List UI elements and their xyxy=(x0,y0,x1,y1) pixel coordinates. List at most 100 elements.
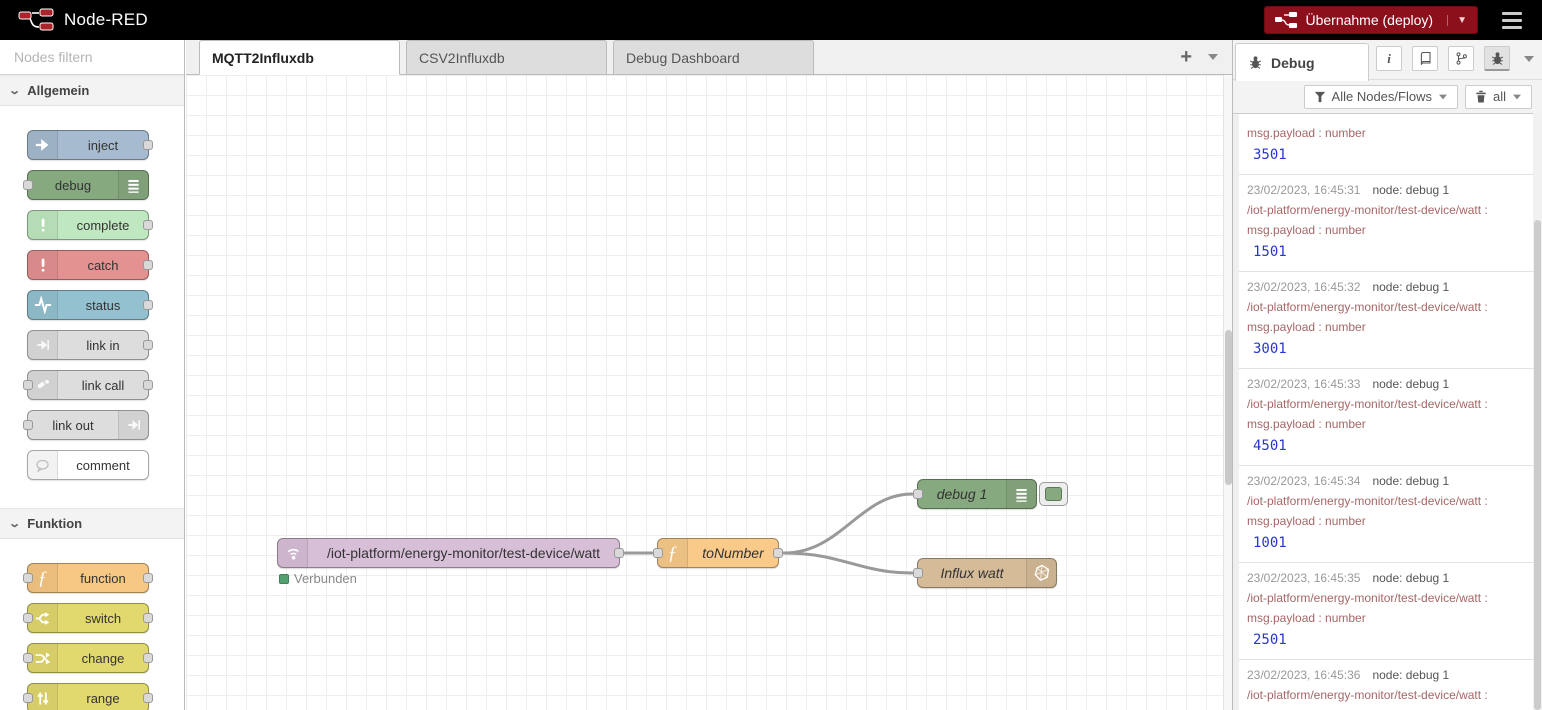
palette-category-allgemein[interactable]: ⌄Allgemein xyxy=(0,75,184,106)
palette-node-complete[interactable]: complete xyxy=(27,210,153,240)
help-tab-button[interactable] xyxy=(1412,46,1438,71)
palette-node-catch[interactable]: catch xyxy=(27,250,153,280)
output-port[interactable] xyxy=(143,340,153,350)
tab-bar-actions: + xyxy=(1180,40,1218,74)
output-port[interactable] xyxy=(143,300,153,310)
palette-node-label: link out xyxy=(52,417,94,433)
debug-filter-caret-icon xyxy=(1438,94,1447,99)
debug-value[interactable]: 1001 xyxy=(1253,535,1287,551)
debug-node-name: node: debug 1 xyxy=(1372,377,1450,391)
info-tab-button[interactable]: i xyxy=(1376,46,1402,71)
config-nodes-tab-button[interactable] xyxy=(1448,46,1474,71)
output-port[interactable] xyxy=(614,548,624,558)
input-port[interactable] xyxy=(913,489,923,499)
input-port[interactable] xyxy=(23,613,33,623)
input-port[interactable] xyxy=(23,380,33,390)
palette-category-funktion[interactable]: ⌄ Funktion xyxy=(0,508,184,539)
deploy-icon xyxy=(1275,12,1298,28)
debug-value[interactable]: 2501 xyxy=(1253,632,1287,648)
output-port[interactable] xyxy=(143,140,153,150)
function-f-icon: ƒ xyxy=(28,564,58,592)
debug-value[interactable]: 3501 xyxy=(1253,147,1287,163)
input-port[interactable] xyxy=(23,653,33,663)
palette-search[interactable] xyxy=(0,40,184,75)
output-port[interactable] xyxy=(143,260,153,270)
input-port[interactable] xyxy=(23,180,33,190)
sidebar-tabs-caret-icon[interactable] xyxy=(1524,55,1534,62)
debug-timestamp: 23/02/2023, 16:45:35 xyxy=(1247,571,1361,585)
input-port[interactable] xyxy=(653,548,663,558)
palette-node-switch[interactable]: switch xyxy=(23,603,153,633)
debug-value[interactable]: 1501 xyxy=(1253,244,1287,260)
debug-value[interactable]: 4501 xyxy=(1253,438,1287,454)
output-port[interactable] xyxy=(143,693,153,703)
hamburger-menu-icon[interactable] xyxy=(1492,11,1532,29)
debug-filter-button[interactable]: Alle Nodes/Flows xyxy=(1303,84,1458,109)
palette-category-label: Funktion xyxy=(27,516,83,531)
palette-node-label: inject xyxy=(87,137,119,153)
output-port[interactable] xyxy=(143,613,153,623)
flow-tab-CSV2Influxdb[interactable]: CSV2Influxdb xyxy=(406,40,607,74)
comment-bubble-icon xyxy=(28,451,58,479)
debug-timestamp: 23/02/2023, 16:45:36 xyxy=(1247,668,1361,682)
flow-tab-Debug-Dashboard[interactable]: Debug Dashboard xyxy=(613,40,814,74)
deploy-button[interactable]: Übernahme (deploy) ▼ xyxy=(1264,6,1478,34)
palette-node-comment[interactable]: comment xyxy=(27,450,149,480)
debug-clear-button[interactable]: all xyxy=(1464,84,1532,109)
palette-node-change[interactable]: change xyxy=(23,643,153,673)
debug-value[interactable]: 3001 xyxy=(1253,341,1287,357)
palette-node-debug[interactable]: debug xyxy=(23,170,149,200)
add-flow-button[interactable]: + xyxy=(1180,46,1192,68)
palette-filter-input[interactable] xyxy=(14,49,184,65)
input-port[interactable] xyxy=(23,573,33,583)
output-port[interactable] xyxy=(143,380,153,390)
palette-node-label: debug xyxy=(54,177,92,193)
input-port[interactable] xyxy=(23,420,33,430)
debug-property: msg.payload : number xyxy=(1247,705,1523,710)
flow-canvas[interactable]: /iot-platform/energy-monitor/test-device… xyxy=(186,75,1232,710)
node-red-logo-icon xyxy=(18,8,54,31)
flow-node-influx[interactable]: Influx watt xyxy=(913,558,1057,588)
input-port[interactable] xyxy=(23,693,33,703)
palette-node-inject[interactable]: inject xyxy=(27,130,153,160)
debug-toggle-button[interactable] xyxy=(1039,482,1068,506)
flow-tab-MQTT2Influxdb[interactable]: MQTT2Influxdb xyxy=(199,40,400,75)
flow-node-mqtt[interactable]: /iot-platform/energy-monitor/test-device… xyxy=(277,538,624,568)
flow-node-debug1[interactable]: debug 1 xyxy=(913,479,1037,509)
palette-node-status[interactable]: status xyxy=(27,290,153,320)
palette-node-link-out[interactable]: link out xyxy=(23,410,149,440)
palette-section-items: inject debug complete catch status link in lin… xyxy=(0,106,184,508)
palette-node-label: switch xyxy=(84,610,122,626)
tab-list-caret-icon[interactable] xyxy=(1208,54,1218,60)
header-bar: Node-RED Übernahme (deploy) ▼ xyxy=(0,0,1542,40)
palette-node-range[interactable]: range xyxy=(23,683,153,710)
debug-node-name: node: debug 1 xyxy=(1372,183,1450,197)
debug-scrollbar[interactable] xyxy=(1533,113,1542,710)
palette-node-link-call[interactable]: link call xyxy=(23,370,153,400)
deploy-options-caret[interactable]: ▼ xyxy=(1447,14,1467,26)
chevron-down-icon: ⌄ xyxy=(8,518,22,530)
output-port[interactable] xyxy=(143,573,153,583)
output-port[interactable] xyxy=(143,653,153,663)
palette-node-label: comment xyxy=(76,457,130,473)
palette-node-link-in[interactable]: link in xyxy=(27,330,153,360)
debug-tab-button[interactable] xyxy=(1484,46,1510,71)
output-port[interactable] xyxy=(773,548,783,558)
output-port[interactable] xyxy=(143,220,153,230)
input-port[interactable] xyxy=(913,568,923,578)
tab-debug[interactable]: Debug xyxy=(1235,43,1369,81)
canvas-scrollbar[interactable] xyxy=(1223,75,1232,710)
debug-filter-label: Alle Nodes/Flows xyxy=(1331,89,1432,104)
